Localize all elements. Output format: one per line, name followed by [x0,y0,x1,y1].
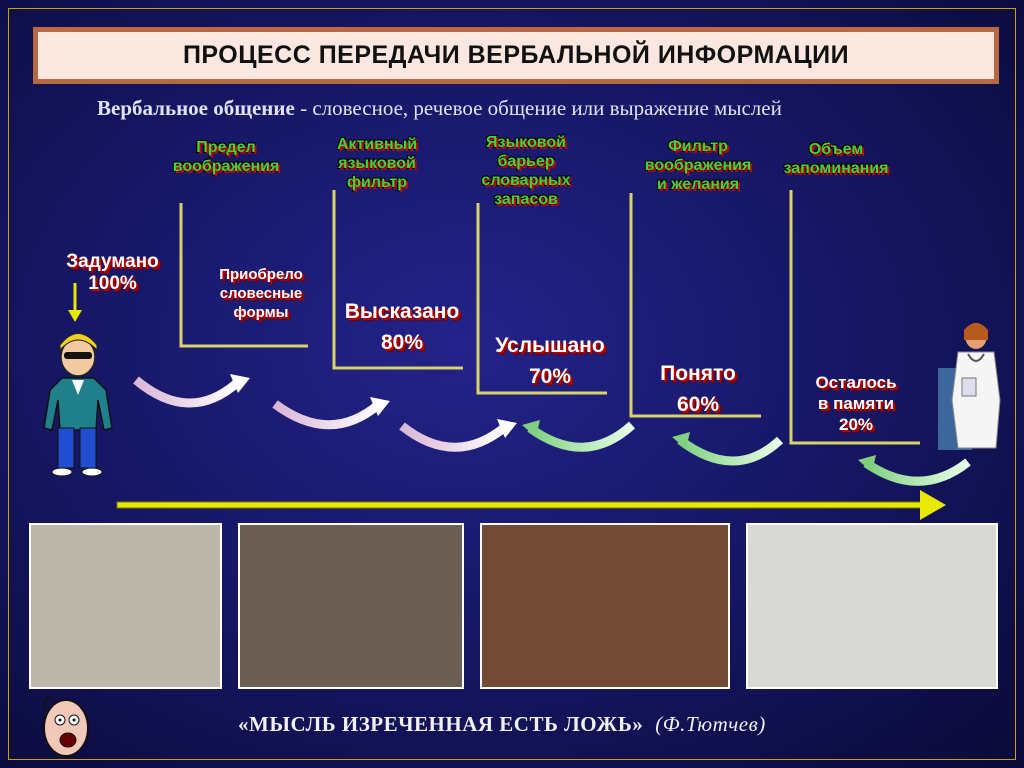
photo-teacher [746,523,998,689]
stage-label: формы [233,304,289,321]
title-bar: ПРОЦЕСС ПЕРЕДАЧИ ВЕРБАЛЬНОЙ ИНФОРМАЦИИ [33,27,999,84]
stage-remembered: Осталось в памяти 20% [794,372,918,435]
filter-text: воображения [172,158,280,175]
curved-arrow-6 [863,458,971,486]
subtitle-term: Вербальное общение [97,96,295,120]
stage-label: словесные [219,285,303,302]
curved-arrow-3 [399,422,508,452]
stage-percent: 20% [838,415,874,434]
curved-arrow-5 [677,436,784,466]
curved-arrow-1 [133,376,242,408]
curved-arrow-5-head [672,432,690,449]
filter-text: запоминания [783,160,889,177]
stage-percent: 60% [676,393,720,416]
curved-arrow-2 [272,400,381,430]
stage-label: Задумано [66,251,159,272]
stage-label: в памяти [817,394,895,413]
curved-arrow-4 [527,421,636,452]
filter-label-active-language: Активный языковой фильтр [322,135,432,192]
curved-arrow-4-head [522,420,540,437]
stage-percent: 70% [528,365,572,388]
subtitle: Вербальное общение - словесное, речевое … [97,96,782,121]
curved-arrow-3-head [497,419,517,438]
stage-label: Понято [660,362,736,385]
filter-text: запасов [494,191,558,208]
stage-label: Высказано [344,300,460,323]
filter-label-language-barrier: Языковой барьер словарных запасов [464,133,588,209]
listener-figure-icon [938,323,1001,450]
quote: «МЫСЛЬ ИЗРЕЧЕННАЯ ЕСТЬ ЛОЖЬ» (Ф.Тютчев) [238,712,766,737]
timeline-arrow [116,490,946,520]
photo-conference-table [238,523,464,689]
filter-text: и желания [656,176,740,193]
quote-text: «МЫСЛЬ ИЗРЕЧЕННАЯ ЕСТЬ ЛОЖЬ» [238,712,644,736]
filter-text: Предел [196,139,256,156]
quote-author: (Ф.Тютчев) [655,712,766,736]
slide-title: ПРОЦЕСС ПЕРЕДАЧИ ВЕРБАЛЬНОЙ ИНФОРМАЦИИ [38,32,994,79]
filter-text: барьер [497,153,555,170]
filter-text: Языковой [486,134,566,151]
stage-heard: Услышано 70% [488,330,612,392]
stage-label: Осталось [815,373,897,392]
filter-text: словарных [481,172,571,189]
curved-arrow-2-head [370,397,390,416]
shouting-face-icon [43,695,89,757]
step-line-1 [179,203,308,348]
photo-office-meeting [29,523,222,689]
stage-percent: 80% [380,331,424,354]
filter-label-imagination-desire: Фильтр воображения и желания [636,137,760,194]
step-line-3 [476,203,607,395]
photo-conversation [480,523,730,689]
filter-text: Объем [808,141,864,158]
stage-understood: Понято 60% [636,358,760,420]
filter-text: языковой [338,155,416,172]
stage-verbal-forms: Приобрело словесные формы [206,265,316,322]
stage-intended: Задумано 100% [55,251,170,295]
filter-text: фильтр [346,174,408,191]
filter-label-memory-volume: Объем запоминания [778,140,894,178]
step-lines [179,190,920,445]
curved-arrow-6-head [858,455,876,472]
stage-label: Услышано [495,334,605,357]
step-line-2 [332,190,463,370]
filter-text: Фильтр [668,138,728,155]
filter-text: воображения [644,157,752,174]
stage-percent: 100% [88,273,137,294]
step-line-5 [789,190,920,445]
step-line-4 [629,193,761,418]
stage-label: Приобрело [219,266,303,283]
curved-arrow-1-head [230,374,250,393]
filter-label-imagination-limit: Предел воображения [164,138,288,176]
flow-arcs [133,374,971,486]
stage-spoken: Высказано 80% [340,296,464,358]
speaker-figure-icon [43,333,113,477]
subtitle-definition: - словесное, речевое общение или выражен… [294,96,782,120]
down-arrow-icon [68,283,82,322]
filter-text: Активный [336,136,418,153]
